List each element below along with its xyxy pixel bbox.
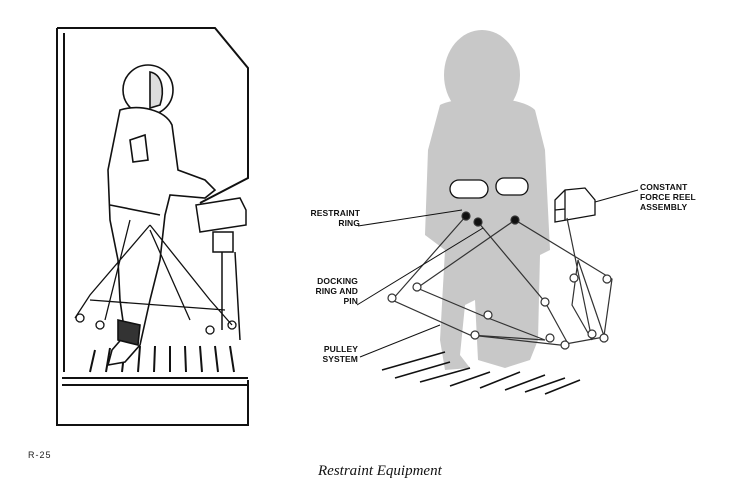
label-line: DOCKING: [317, 276, 358, 286]
console: [195, 197, 247, 341]
right-floor-grating: [381, 351, 581, 395]
leader-lines: [356, 189, 639, 358]
left-panel-frame: [56, 27, 249, 426]
constant-force-reel: [554, 187, 596, 223]
label-docking-ring-and-pin: DOCKING RING AND PIN: [300, 276, 358, 306]
label-pulley-system: PULLEY SYSTEM: [300, 344, 358, 364]
label-line: RESTRAINT: [310, 208, 360, 218]
label-line: CONSTANT: [640, 182, 688, 192]
label-constant-force-reel-assembly: CONSTANT FORCE REEL ASSEMBLY: [640, 182, 730, 212]
pulley-cables: [387, 211, 613, 350]
label-line: PIN: [343, 296, 358, 306]
left-restraint-cables: [74, 219, 237, 335]
label-line: RING AND: [315, 286, 358, 296]
label-line: SYSTEM: [322, 354, 358, 364]
astronaut-figure: [106, 64, 217, 367]
label-line: PULLEY: [323, 344, 358, 354]
hip-pads: [449, 177, 529, 199]
label-line: FORCE REEL: [640, 192, 696, 202]
label-line: RING: [338, 218, 360, 228]
page-number: R-25: [28, 450, 52, 460]
label-line: ASSEMBLY: [640, 202, 688, 212]
figure-caption: Restraint Equipment: [318, 463, 442, 479]
label-restraint-ring: RESTRAINT RING: [300, 208, 360, 228]
